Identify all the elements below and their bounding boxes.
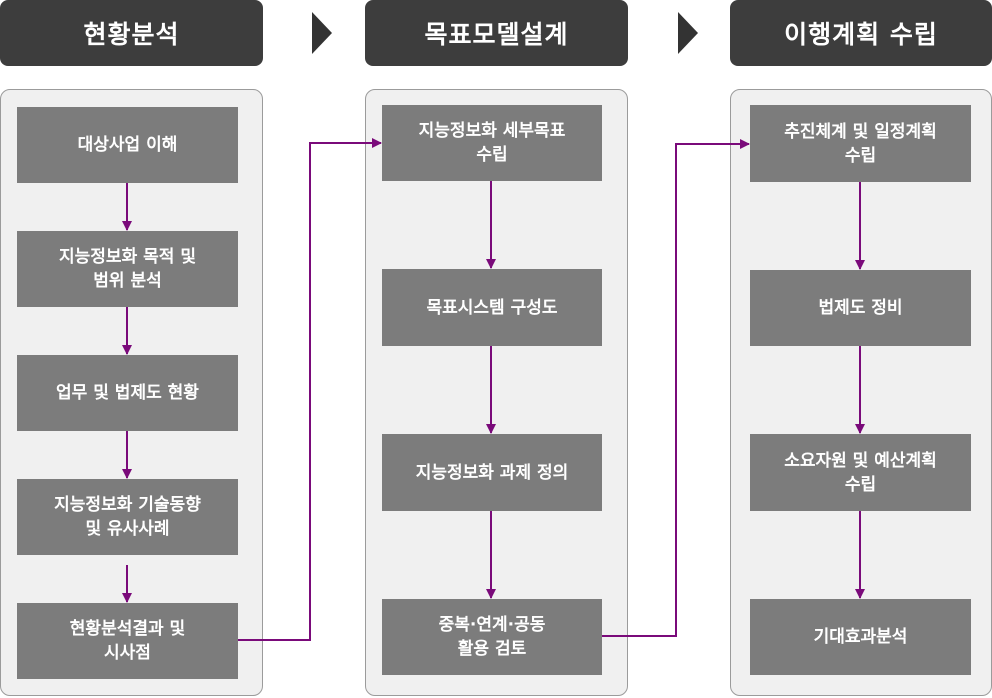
step-box: 지능정보화 과제 정의 (382, 434, 602, 511)
step-box: 법제도 정비 (750, 270, 971, 346)
header-current-analysis: 현황분석 (0, 0, 263, 66)
step-box: 지능정보화 목적 및 범위 분석 (17, 231, 238, 307)
chevron-right-icon (312, 12, 332, 54)
step-box: 현황분석결과 및 시사점 (17, 603, 238, 679)
header-implementation-plan: 이행계획 수립 (730, 0, 992, 66)
column-panel-2 (365, 89, 628, 696)
column-panel-3 (730, 89, 992, 696)
step-box: 대상사업 이해 (17, 107, 238, 183)
step-box: 지능정보화 세부목표 수립 (382, 105, 602, 181)
step-box: 기대효과분석 (750, 599, 971, 675)
chevron-right-icon (678, 12, 698, 54)
step-box: 목표시스템 구성도 (382, 269, 602, 346)
step-box: 업무 및 법제도 현황 (17, 355, 238, 431)
step-box: 지능정보화 기술동향 및 유사사례 (17, 479, 238, 555)
header-target-model-design: 목표모델설계 (365, 0, 628, 66)
step-box: 추진체계 및 일정계획 수립 (750, 105, 971, 182)
step-box: 소요자원 및 예산계획 수립 (750, 434, 971, 511)
step-box: 중복·연계·공동 활용 검토 (382, 599, 602, 675)
